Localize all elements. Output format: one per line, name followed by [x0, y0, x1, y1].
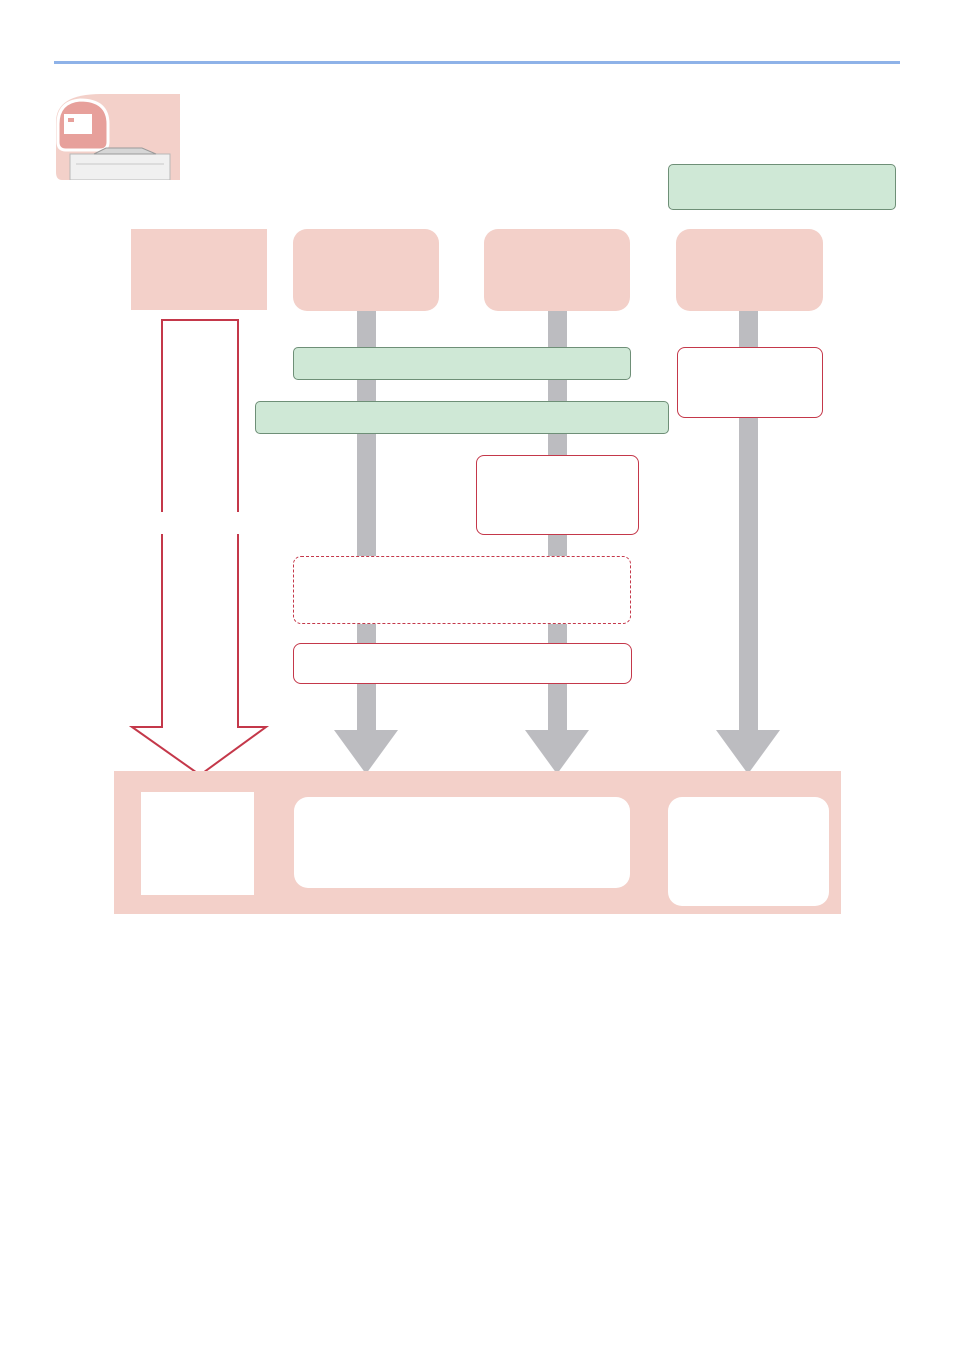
scanner-icon — [56, 94, 180, 181]
red-step-bar — [293, 643, 632, 684]
destination-box-middle — [294, 797, 630, 888]
green-step-bar-1 — [293, 347, 631, 380]
red-step-box-right — [677, 347, 823, 418]
top-right-label-box — [668, 164, 896, 210]
hollow-red-arrow — [128, 319, 270, 777]
destination-box-left — [141, 792, 254, 895]
flow-arrow-head-3 — [716, 730, 780, 774]
dashed-step-box — [293, 556, 631, 624]
source-box-2 — [293, 229, 439, 311]
source-box-3 — [484, 229, 630, 311]
flow-arrow-head-2 — [525, 730, 589, 774]
flow-arrow-head-1 — [334, 730, 398, 774]
source-box-1 — [131, 229, 267, 310]
red-step-box-middle — [476, 455, 639, 535]
source-box-4 — [676, 229, 823, 311]
destination-box-right — [668, 797, 829, 906]
green-step-bar-2 — [255, 401, 669, 434]
header-rule — [54, 61, 900, 64]
